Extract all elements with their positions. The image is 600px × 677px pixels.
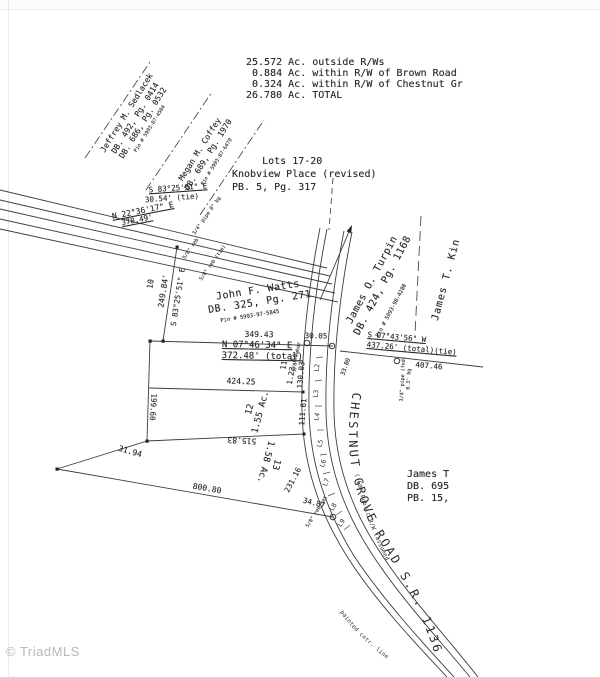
segment-label-l7: L7	[321, 477, 331, 487]
pipe-marker	[393, 357, 401, 365]
brown-road-line	[0, 199, 331, 277]
chestnut-road-line	[301, 227, 448, 677]
centerline-tick	[319, 453, 328, 456]
brown-road-line	[0, 208, 333, 285]
adjoiner-dash-line	[199, 119, 265, 216]
centerline-tick	[314, 379, 323, 382]
dim-30: 30.05	[304, 331, 328, 341]
segment-label-l2: L2	[313, 363, 322, 372]
adjoiner-dash-line	[145, 91, 213, 191]
chestnut-road-line	[333, 231, 479, 677]
centerline-tick	[327, 492, 336, 497]
corner-marker	[301, 390, 305, 394]
lot-10-label: 10	[145, 278, 156, 290]
monument-note: 3/4" pipe (fnd) 0.3' bg	[398, 356, 413, 402]
chestnut-road-line	[325, 230, 471, 677]
lots-note: Lots 17-20 Knobview Place (revised) PB. …	[232, 156, 377, 193]
road-centerline-text: painted cntr. line	[338, 610, 389, 661]
lot-line-800	[56, 468, 334, 518]
segment-label-l8: L8	[328, 502, 339, 513]
lot-line-515	[146, 433, 305, 442]
chestnut-road-line	[308, 228, 455, 677]
west-boundary	[146, 340, 151, 442]
pipe-marker	[303, 339, 311, 347]
brown-road-line	[0, 218, 336, 294]
segment-label-l4: L4	[312, 412, 321, 421]
dim-515: 515.83	[227, 435, 257, 446]
centerline-tick	[322, 471, 331, 475]
corner-marker	[148, 339, 152, 343]
pipe-marker	[328, 342, 336, 350]
acreage-summary: 25.572 Ac. outside R/Ws 0.884 Ac. within…	[246, 57, 463, 101]
centerline-tick	[335, 510, 343, 516]
southwest-boundary	[56, 440, 148, 470]
segment-label-l6: L6	[318, 458, 328, 468]
arrowhead	[346, 225, 352, 234]
road-name-curved: CHESTNUT GROVE ROAD S.R. 1136	[346, 392, 446, 656]
leader-arrow-line	[319, 226, 352, 301]
segment-label-l3: L3	[312, 389, 321, 398]
knobview-lot-line	[162, 246, 178, 342]
scan-edge-top	[0, 0, 600, 10]
segment-label-l9: L9	[336, 517, 347, 528]
adjoiner-dash-line-east	[414, 215, 422, 335]
triadmls-watermark: © TriadMLS	[6, 644, 80, 659]
corner-marker	[302, 432, 306, 436]
tie-line-east	[339, 350, 484, 368]
corner-marker	[175, 245, 179, 249]
lot-line-north	[149, 340, 334, 347]
road-centerline-note: painted cntr. line	[338, 610, 389, 661]
corner-marker	[145, 439, 149, 443]
corner-marker	[161, 339, 165, 343]
lot-line-424	[148, 387, 304, 393]
road-name-text: CHESTNUT GROVE ROAD S.R. 1136	[346, 392, 443, 656]
owner-james-south: James T DB. 695 PB. 15,	[407, 469, 450, 504]
pipe-marker	[329, 513, 337, 521]
dim-349: 349.43	[244, 329, 274, 340]
centerline-tick	[315, 356, 324, 359]
segment-label-l5: L5	[315, 439, 325, 449]
dim-199: 199.60	[147, 393, 159, 421]
brown-road-line	[0, 189, 328, 269]
dim-424: 424.25	[226, 376, 256, 387]
dash-line-top	[328, 177, 334, 231]
adjoiner-dash-line	[84, 61, 151, 159]
scan-edge-left	[8, 0, 9, 677]
brown-road-line	[0, 228, 339, 303]
centerline-tick	[343, 524, 351, 531]
corner-marker	[55, 467, 59, 471]
